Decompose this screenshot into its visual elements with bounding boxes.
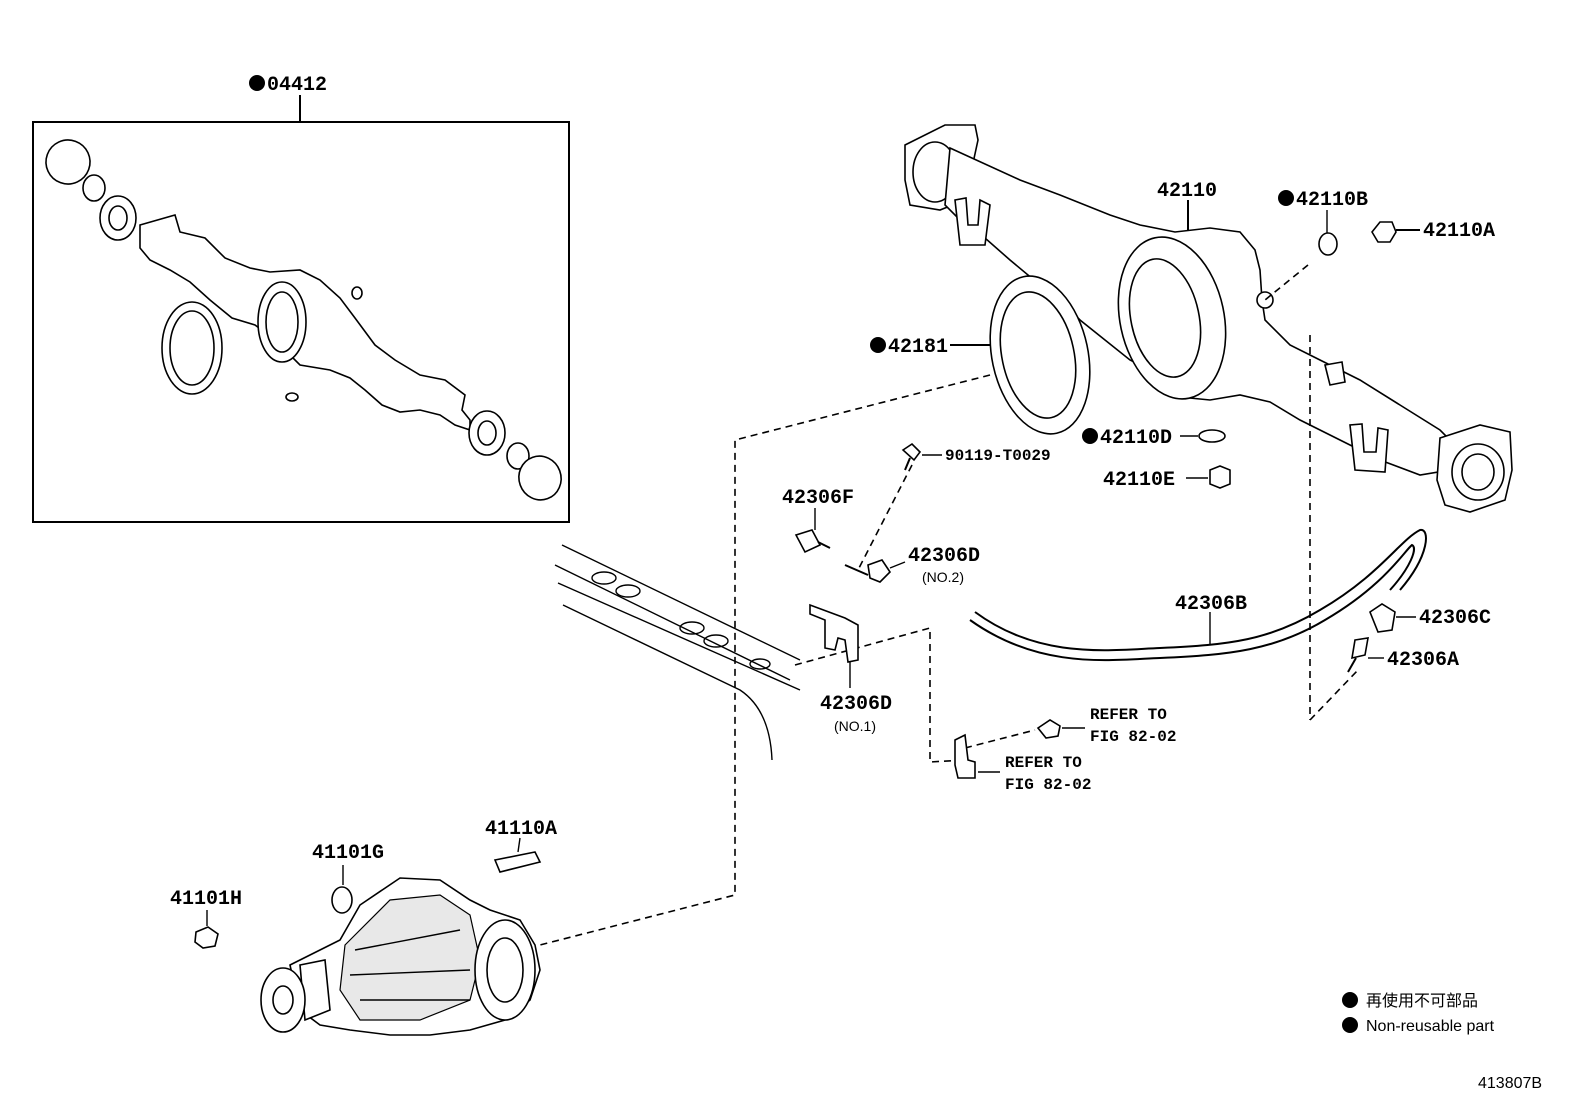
non-reusable-dot-icon	[1342, 1017, 1358, 1033]
label-stud-bolt: 41110A	[485, 818, 557, 841]
label-carrier-gasket: 42181	[888, 336, 948, 359]
label-gasket-42110b: 42110B	[1296, 189, 1368, 212]
label-breather-plug: 42306A	[1387, 649, 1459, 672]
label-nut: 41101H	[170, 888, 242, 911]
legend-japanese: 再使用不可部品	[1366, 992, 1478, 1010]
label-axle-housing: 42110	[1157, 180, 1217, 203]
non-reusable-dot-icon	[1342, 992, 1358, 1008]
nut-41101h[interactable]: 41101H	[170, 888, 242, 949]
note-clamp-no2: (NO.2)	[922, 569, 964, 585]
gasket-42110d[interactable]: 42110D	[1082, 427, 1226, 450]
label-plug-42110a: 42110A	[1423, 220, 1495, 243]
label-clip-42306c: 42306C	[1419, 607, 1491, 630]
stud-bolt-41110a[interactable]: 41110A	[485, 818, 557, 873]
refer-2-line1: REFER TO	[1005, 754, 1082, 772]
bracket-42306d-no1[interactable]: 42306D (NO.1)	[809, 603, 892, 734]
refer-1-line1: REFER TO	[1090, 706, 1167, 724]
label-gasket-42110d: 42110D	[1100, 427, 1172, 450]
label-clamp-no2: 42306D	[908, 545, 980, 568]
gasket-42110b[interactable]: 42110B	[1278, 189, 1368, 256]
refer-2-line2: FIG 82-02	[1005, 776, 1091, 794]
non-reusable-dot-icon	[1082, 428, 1098, 444]
gasket-kit-group[interactable]: 04412	[32, 74, 570, 523]
differential-carrier[interactable]	[260, 877, 541, 1036]
figure-number: 413807B	[1478, 1075, 1542, 1092]
label-bracket-no1: 42306D	[820, 693, 892, 716]
dashed-leaders	[539, 264, 1359, 946]
plug-42110a[interactable]: 42110A	[1371, 220, 1495, 243]
label-plug-42110e: 42110E	[1103, 469, 1175, 492]
refer-1-line2: FIG 82-02	[1090, 728, 1176, 746]
note-bracket-no1: (NO.1)	[834, 718, 876, 734]
frame-member	[554, 544, 801, 761]
non-reusable-dot-icon	[249, 75, 265, 91]
reference-fig-82-02-b[interactable]: REFER TO FIG 82-02	[954, 733, 1091, 794]
washer-41101g[interactable]: 41101G	[312, 842, 384, 914]
non-reusable-dot-icon	[1278, 190, 1294, 206]
union-42306f[interactable]: 42306F	[782, 487, 854, 554]
legend: 再使用不可部品 Non-reusable part	[1342, 992, 1495, 1035]
carrier-gasket-42181[interactable]: 42181	[870, 267, 1104, 443]
label-union-42306f: 42306F	[782, 487, 854, 510]
breather-plug-42306a[interactable]: 42306A	[1347, 637, 1459, 673]
plug-42110e[interactable]: 42110E	[1103, 465, 1231, 492]
label-gasket-kit: 04412	[267, 74, 327, 97]
clip-42306c[interactable]: 42306C	[1369, 603, 1491, 633]
bolt-90119[interactable]: 90119-T0029	[901, 442, 1051, 471]
label-washer: 41101G	[312, 842, 384, 865]
label-breather-hose: 42306B	[1175, 593, 1247, 616]
non-reusable-dot-icon	[870, 337, 886, 353]
clamp-42306d-no2[interactable]: 42306D (NO.2)	[844, 545, 980, 585]
breather-hose-42306b[interactable]: 42306B	[969, 528, 1427, 662]
reference-fig-82-02-a[interactable]: REFER TO FIG 82-02	[1036, 706, 1176, 746]
label-bolt: 90119-T0029	[945, 447, 1051, 465]
legend-english: Non-reusable part	[1366, 1018, 1495, 1035]
axle-housing[interactable]: 42110	[904, 124, 1513, 513]
